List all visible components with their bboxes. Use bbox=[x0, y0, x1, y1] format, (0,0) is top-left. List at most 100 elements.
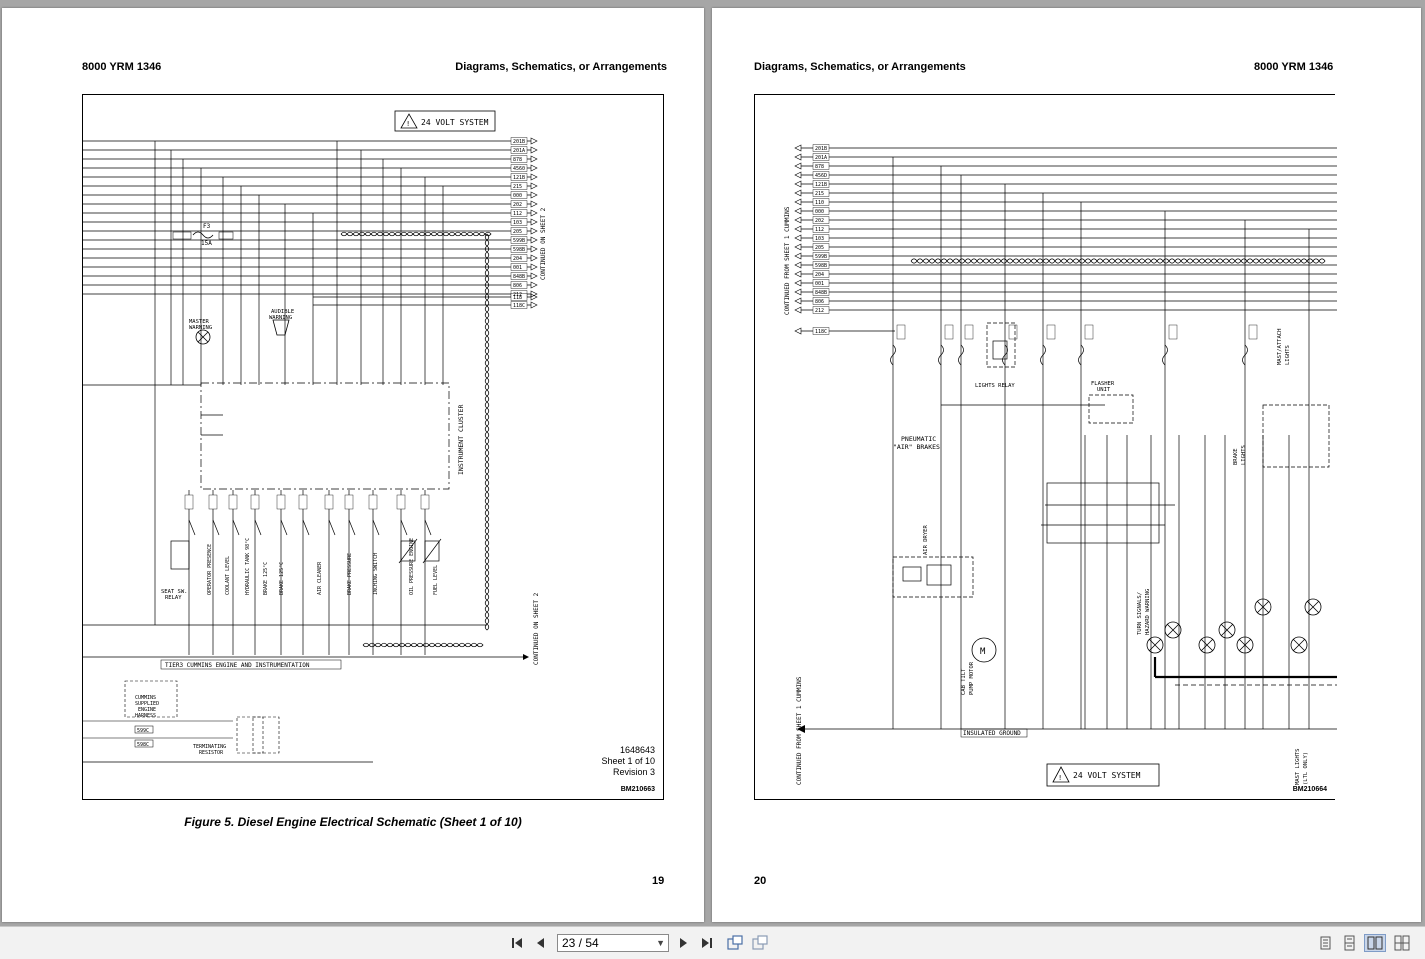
svg-text:103: 103 bbox=[815, 236, 824, 242]
view-facing-continuous-icon[interactable] bbox=[1392, 934, 1412, 952]
schematic-frame: ! 24 VOLT SYSTEM CONTINUED ON SHEET 2 CO… bbox=[82, 94, 664, 800]
document-viewer[interactable]: 8000 YRM 1346 Diagrams, Schematics, or A… bbox=[0, 0, 1425, 926]
svg-text:(LTL ONLY): (LTL ONLY) bbox=[1303, 752, 1309, 785]
fit-width-icon[interactable] bbox=[750, 934, 770, 952]
drawing-number: 1648643 bbox=[619, 745, 655, 755]
svg-text:806: 806 bbox=[513, 283, 522, 289]
svg-text:SEAT SW.: SEAT SW. bbox=[161, 589, 188, 595]
schematic-diagram: 201B201A878456D121B215110000202112103205… bbox=[784, 144, 1337, 787]
svg-text:CONTINUED FROM SHEET 1 CUMMINS: CONTINUED FROM SHEET 1 CUMMINS bbox=[784, 206, 791, 315]
svg-text:COOLANT LEVEL: COOLANT LEVEL bbox=[225, 556, 231, 595]
svg-text:HAZARD WARNING: HAZARD WARNING bbox=[1145, 589, 1151, 635]
svg-text:15A: 15A bbox=[201, 240, 212, 247]
svg-text:WARNING: WARNING bbox=[269, 315, 292, 321]
svg-text:215: 215 bbox=[815, 191, 824, 197]
page-number: 20 bbox=[754, 875, 767, 887]
svg-text:RESISTOR: RESISTOR bbox=[199, 750, 224, 756]
svg-text:M: M bbox=[980, 647, 986, 657]
svg-text:599C: 599C bbox=[137, 728, 149, 734]
svg-text:599B: 599B bbox=[513, 238, 525, 244]
svg-text:000: 000 bbox=[513, 193, 522, 199]
bm-code: BM210663 bbox=[620, 786, 655, 793]
instrument-cluster-label: INSTRUMENT CLUSTER bbox=[457, 404, 465, 475]
svg-text:CONTINUED ON SHEET 2: CONTINUED ON SHEET 2 bbox=[533, 592, 540, 665]
first-page-icon[interactable] bbox=[508, 934, 526, 952]
svg-text:"AIR" BRAKES: "AIR" BRAKES bbox=[893, 443, 940, 451]
svg-text:!: ! bbox=[406, 120, 410, 128]
svg-text:TURN SIGNALS/: TURN SIGNALS/ bbox=[1137, 592, 1143, 635]
svg-text:MAST/ATTACH: MAST/ATTACH bbox=[1277, 329, 1283, 365]
svg-text:LIGHTS: LIGHTS bbox=[1285, 345, 1291, 365]
svg-text:FUEL LEVEL: FUEL LEVEL bbox=[433, 565, 439, 595]
svg-text:OIL PRESSURE ENGINE: OIL PRESSURE ENGINE bbox=[409, 538, 415, 595]
svg-text:!: ! bbox=[1058, 774, 1062, 782]
svg-text:201A: 201A bbox=[513, 148, 525, 154]
fit-page-icon[interactable] bbox=[725, 934, 745, 952]
svg-text:204: 204 bbox=[513, 256, 522, 262]
svg-text:000: 000 bbox=[815, 209, 824, 215]
svg-text:PNEUMATIC: PNEUMATIC bbox=[901, 435, 936, 443]
view-single-icon[interactable] bbox=[1316, 934, 1334, 952]
svg-text:103: 103 bbox=[513, 220, 522, 226]
svg-text:202: 202 bbox=[513, 202, 522, 208]
svg-text:MAST LIGHTS: MAST LIGHTS bbox=[1295, 749, 1301, 785]
svg-text:CAB TILT: CAB TILT bbox=[961, 668, 967, 695]
view-continuous-icon[interactable] bbox=[1340, 934, 1358, 952]
revision: Revision 3 bbox=[612, 767, 655, 777]
svg-text:AIR CLEANER: AIR CLEANER bbox=[317, 561, 323, 595]
section-title: Diagrams, Schematics, or Arrangements bbox=[754, 61, 966, 73]
svg-text:205: 205 bbox=[815, 245, 824, 251]
svg-text:878: 878 bbox=[513, 157, 522, 163]
figure-caption: Figure 5. Diesel Engine Electrical Schem… bbox=[184, 815, 522, 829]
last-page-icon[interactable] bbox=[698, 934, 716, 952]
view-facing-icon[interactable] bbox=[1364, 934, 1386, 952]
navigation-toolbar: 23 / 54 ▼ bbox=[0, 926, 1425, 959]
svg-text:4560: 4560 bbox=[513, 166, 525, 172]
svg-text:F3: F3 bbox=[203, 223, 211, 230]
svg-text:TERMINATING: TERMINATING bbox=[193, 744, 226, 750]
chevron-down-icon[interactable]: ▼ bbox=[656, 938, 665, 948]
system-label: 24 VOLT SYSTEM bbox=[421, 118, 489, 127]
section-title: Diagrams, Schematics, or Arrangements bbox=[455, 61, 667, 73]
svg-text:WARNING: WARNING bbox=[189, 325, 212, 331]
svg-text:RELAY: RELAY bbox=[165, 595, 182, 601]
page-20: Diagrams, Schematics, or Arrangements 80… bbox=[712, 8, 1421, 922]
svg-text:112: 112 bbox=[513, 211, 522, 217]
system-label: 24 VOLT SYSTEM bbox=[1073, 771, 1141, 780]
svg-text:001: 001 bbox=[815, 281, 824, 287]
page-number-input[interactable]: 23 / 54 ▼ bbox=[557, 934, 669, 952]
svg-text:BRAKE PRESSURE: BRAKE PRESSURE bbox=[347, 553, 353, 595]
svg-text:AIR DRYER: AIR DRYER bbox=[923, 525, 929, 555]
next-page-icon[interactable] bbox=[676, 934, 692, 952]
svg-text:121B: 121B bbox=[815, 182, 827, 188]
svg-text:CONTINUED ON SHEET 2: CONTINUED ON SHEET 2 bbox=[540, 207, 547, 280]
svg-text:AUDIBLE: AUDIBLE bbox=[271, 309, 294, 315]
svg-text:ENGINE: ENGINE bbox=[138, 707, 156, 713]
svg-text:201B: 201B bbox=[513, 139, 525, 145]
svg-text:806: 806 bbox=[815, 299, 824, 305]
svg-text:INCHING SWITCH: INCHING SWITCH bbox=[373, 553, 379, 595]
svg-text:599B: 599B bbox=[815, 254, 827, 260]
svg-text:204: 204 bbox=[815, 272, 824, 278]
prev-page-icon[interactable] bbox=[532, 934, 548, 952]
svg-text:212: 212 bbox=[815, 308, 824, 314]
svg-text:848B: 848B bbox=[513, 274, 525, 280]
svg-text:SUPPLIED: SUPPLIED bbox=[135, 701, 159, 707]
svg-text:201B: 201B bbox=[815, 146, 827, 152]
svg-text:112: 112 bbox=[815, 227, 824, 233]
svg-text:FLASHER: FLASHER bbox=[1091, 381, 1115, 387]
svg-text:110: 110 bbox=[815, 200, 824, 206]
page-number: 19 bbox=[652, 875, 665, 887]
svg-text:848B: 848B bbox=[815, 290, 827, 296]
svg-text:598B: 598B bbox=[815, 263, 827, 269]
svg-text:CONTINUED FROM SHEET 1 CUMMINS: CONTINUED FROM SHEET 1 CUMMINS bbox=[796, 676, 803, 785]
svg-text:OPERATOR PRESENCE: OPERATOR PRESENCE bbox=[207, 544, 213, 595]
svg-text:118: 118 bbox=[513, 295, 522, 301]
svg-text:878: 878 bbox=[815, 164, 824, 170]
svg-text:598B: 598B bbox=[513, 247, 525, 253]
bm-code: BM210664 bbox=[1292, 786, 1327, 793]
page-19: 8000 YRM 1346 Diagrams, Schematics, or A… bbox=[2, 8, 704, 922]
svg-text:CUMMINS: CUMMINS bbox=[135, 695, 156, 701]
svg-text:598C: 598C bbox=[137, 742, 149, 748]
